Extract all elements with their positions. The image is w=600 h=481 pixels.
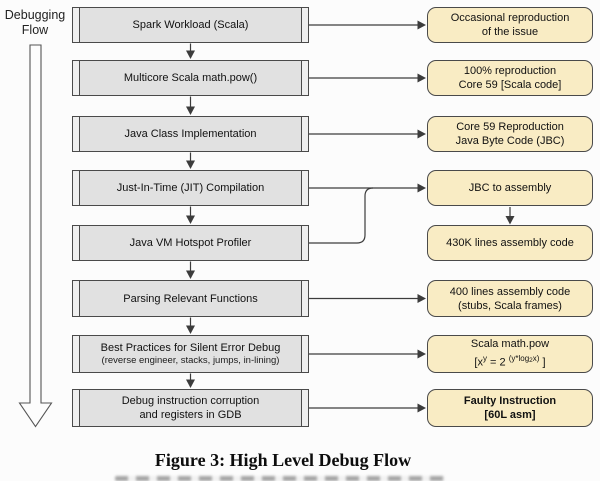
result-line1: 400 lines assembly code (449, 285, 571, 298)
result-box-faulty-instruction: Faulty Instruction [60L asm] (427, 389, 593, 427)
result-line1: 430K lines assembly code (446, 237, 574, 249)
side-label-line1: Debugging (4, 8, 66, 22)
process-label: Multicore Scala math.pow() (123, 72, 258, 84)
result-box-430k-lines-assembly: 430K lines assembly code (427, 225, 593, 261)
process-label: Best Practices for Silent Error Debug (100, 342, 281, 354)
result-line1: JBC to assembly (468, 182, 552, 194)
result-line1: Core 59 Reproduction (456, 121, 564, 133)
process-box-parsing-relevant-functions: Parsing Relevant Functions (72, 280, 309, 317)
process-box-multicore-mathpow: Multicore Scala math.pow() (72, 60, 309, 96)
process-label: Just-In-Time (JIT) Compilation (116, 182, 265, 194)
result-line2: (stubs, Scala frames) (458, 299, 562, 312)
formula-log-base: 2 (529, 357, 533, 365)
result-line1: Faulty Instruction (463, 395, 557, 407)
formula-exponent-y: y (482, 354, 487, 364)
result-line1: Occasional reproduction (450, 12, 570, 24)
process-box-debug-instruction-gdb: Debug instruction corruption and registe… (72, 389, 309, 427)
result-box-100pct-reproduction: 100% reproduction Core 59 [Scala code] (427, 60, 593, 96)
result-line2: Java Byte Code (JBC) (455, 135, 565, 147)
result-line1: Scala math.pow (470, 338, 550, 351)
process-label: Spark Workload (Scala) (132, 19, 249, 31)
formula-part: x) (532, 354, 540, 364)
merge-p5-into-r4-line (309, 187, 374, 244)
formula-exponent-group: (y*log2x) (508, 354, 540, 365)
process-box-java-class-implementation: Java Class Implementation (72, 116, 309, 152)
cutoff-text-remnant (115, 476, 445, 481)
result-box-scala-mathpow-formula: Scala math.pow [xy = 2 (y*log2x) ] (427, 335, 593, 373)
result-box-core59-jbc: Core 59 Reproduction Java Byte Code (JBC… (427, 116, 593, 152)
process-box-java-vm-hotspot-profiler: Java VM Hotspot Profiler (72, 225, 309, 261)
result-line2: of the issue (481, 26, 539, 38)
process-label: Java Class Implementation (124, 128, 257, 140)
formula-part: [x (474, 356, 483, 369)
process-box-best-practices-silent-error-debug: Best Practices for Silent Error Debug (r… (72, 335, 309, 373)
result-box-occasional-reproduction: Occasional reproduction of the issue (427, 7, 593, 43)
result-box-400-lines-assembly: 400 lines assembly code (stubs, Scala fr… (427, 280, 593, 317)
process-label: Debug instruction corruption (121, 395, 260, 407)
result-line2: [60L asm] (484, 409, 536, 421)
process-label: Parsing Relevant Functions (123, 292, 258, 305)
result-line2: Core 59 [Scala code] (458, 79, 562, 91)
process-label-line2: and registers in GDB (139, 409, 242, 421)
math-pow-formula: [xy = 2 (y*log2x) ] (474, 351, 545, 371)
process-box-jit-compilation: Just-In-Time (JIT) Compilation (72, 170, 309, 206)
result-box-jbc-to-assembly: JBC to assembly (427, 170, 593, 206)
process-box-spark-workload: Spark Workload (Scala) (72, 7, 309, 43)
formula-part: = 2 (486, 356, 509, 369)
result-line1: 100% reproduction (463, 65, 557, 77)
debugging-flow-label: Debugging Flow (2, 8, 68, 38)
formula-part: ] (539, 356, 546, 369)
debugging-flow-arrow (18, 44, 53, 428)
formula-part: (y*log (508, 354, 530, 364)
process-label: Java VM Hotspot Profiler (129, 237, 252, 249)
side-label-line2: Flow (21, 23, 49, 37)
figure-caption: Figure 3: High Level Debug Flow (154, 450, 412, 470)
process-sublabel: (reverse engineer, stacks, jumps, in-lin… (101, 355, 280, 366)
